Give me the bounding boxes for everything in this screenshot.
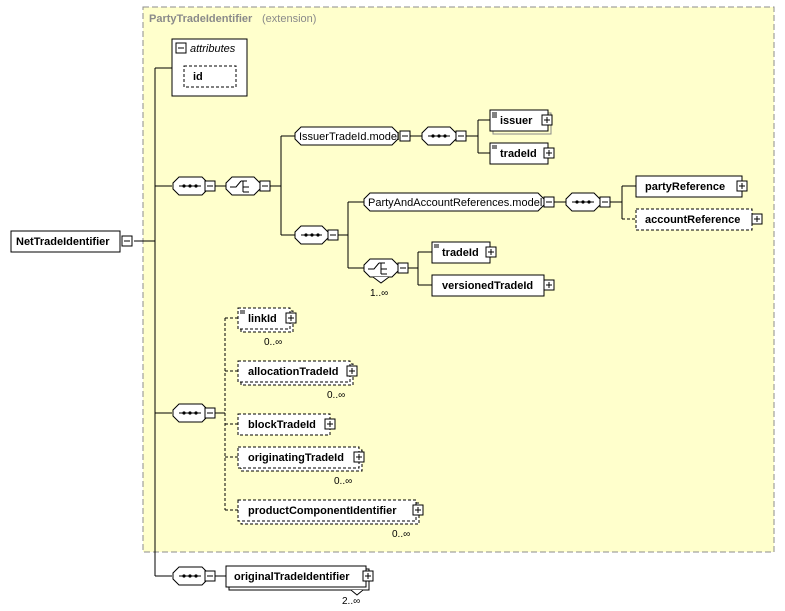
expand-icon[interactable] [485, 246, 497, 258]
sequence-compositor-1[interactable] [172, 176, 216, 196]
attribute-id-label: id [193, 71, 203, 83]
root-element-label: NetTradeIdentifier [16, 236, 110, 248]
content-icon [492, 112, 497, 118]
allocation-trade-id-label: allocationTradeId [248, 366, 338, 378]
collapse-icon[interactable] [543, 196, 555, 208]
collapse-icon[interactable] [259, 180, 271, 192]
element-party-reference[interactable]: partyReference [635, 175, 748, 198]
choice-compositor-1[interactable] [225, 176, 271, 196]
allocation-trade-id-cardinality: 0..∞ [327, 390, 345, 401]
element-original-trade-identifier[interactable]: originalTradeIdentifier 2..∞ [225, 565, 374, 607]
collapse-icon[interactable] [599, 196, 611, 208]
trade-id-label: tradeId [500, 148, 537, 160]
link-id-label: linkId [248, 313, 277, 325]
product-component-identifier-label: productComponentIdentifier [248, 505, 397, 517]
collapse-icon[interactable] [327, 229, 339, 241]
collapse-icon[interactable] [175, 42, 187, 54]
element-product-component-identifier[interactable]: productComponentIdentifier 0..∞ [237, 499, 424, 540]
trade-id-label: tradeId [442, 247, 479, 259]
collapse-icon[interactable] [204, 407, 216, 419]
expand-icon[interactable] [541, 114, 553, 126]
party-account-model-group[interactable]: PartyAndAccountReferences.model [363, 192, 555, 212]
expand-icon[interactable] [751, 213, 763, 225]
attributes-box: attributes id [171, 38, 248, 97]
link-id-cardinality: 0..∞ [264, 337, 282, 348]
party-reference-label: partyReference [645, 181, 725, 193]
sequence-compositor-3[interactable] [172, 403, 216, 423]
expand-icon[interactable] [285, 312, 297, 324]
expand-icon[interactable] [324, 418, 336, 430]
original-trade-identifier-label: originalTradeIdentifier [234, 571, 350, 583]
content-icon [434, 244, 439, 248]
element-block-trade-id[interactable]: blockTradeId [237, 413, 336, 436]
issuer-model-label: IssuerTradeId.model [299, 131, 399, 143]
expand-icon[interactable] [353, 451, 365, 463]
sequence-compositor-party[interactable] [565, 192, 611, 212]
original-trade-identifier-cardinality: 2..∞ [342, 596, 360, 607]
element-issuer[interactable]: issuer [489, 109, 553, 135]
extension-title: PartyTradeIdentifier [149, 13, 253, 25]
collapse-icon[interactable] [121, 235, 133, 247]
collapse-icon[interactable] [397, 262, 409, 274]
content-icon [240, 310, 245, 314]
block-trade-id-label: blockTradeId [248, 419, 316, 431]
collapse-icon[interactable] [455, 130, 467, 142]
sequence-compositor-issuer[interactable] [421, 126, 467, 146]
connector-lines [134, 67, 636, 577]
account-reference-label: accountReference [645, 214, 740, 226]
expand-icon[interactable] [362, 570, 374, 582]
content-icon [492, 145, 497, 149]
party-model-label: PartyAndAccountReferences.model [368, 197, 542, 209]
attributes-title: attributes [190, 43, 236, 55]
expand-icon[interactable] [346, 365, 358, 377]
expand-icon[interactable] [736, 180, 748, 192]
originating-trade-id-label: originatingTradeId [248, 452, 344, 464]
extension-subtitle: (extension) [262, 13, 316, 25]
versioned-trade-id-label: versionedTradeId [442, 280, 533, 292]
collapse-icon[interactable] [399, 130, 411, 142]
issuer-label: issuer [500, 115, 533, 127]
choice-compositor-2[interactable]: 1..∞ [363, 258, 409, 299]
element-trade-id-issuer[interactable]: tradeId [489, 142, 555, 165]
expand-icon[interactable] [543, 279, 555, 291]
element-trade-id-choice[interactable]: tradeId [431, 241, 497, 264]
element-account-reference[interactable]: accountReference [635, 208, 763, 231]
choice-cardinality: 1..∞ [370, 288, 388, 299]
issuer-trade-id-model-group[interactable]: IssuerTradeId.model [294, 126, 411, 146]
element-originating-trade-id[interactable]: originatingTradeId 0..∞ [237, 446, 365, 487]
product-component-identifier-cardinality: 0..∞ [392, 529, 410, 540]
attribute-id-box[interactable] [183, 65, 237, 88]
sequence-compositor-2[interactable] [294, 225, 339, 245]
expand-icon[interactable] [412, 504, 424, 516]
root-element[interactable]: NetTradeIdentifier [10, 230, 133, 253]
element-allocation-trade-id[interactable]: allocationTradeId 0..∞ [237, 360, 358, 401]
collapse-icon[interactable] [204, 570, 216, 582]
originating-trade-id-cardinality: 0..∞ [334, 476, 352, 487]
element-link-id[interactable]: linkId 0..∞ [237, 307, 297, 348]
element-versioned-trade-id[interactable]: versionedTradeId [431, 274, 555, 297]
collapse-icon[interactable] [204, 180, 216, 192]
expand-icon[interactable] [543, 147, 555, 159]
sequence-compositor-4[interactable] [172, 566, 216, 586]
